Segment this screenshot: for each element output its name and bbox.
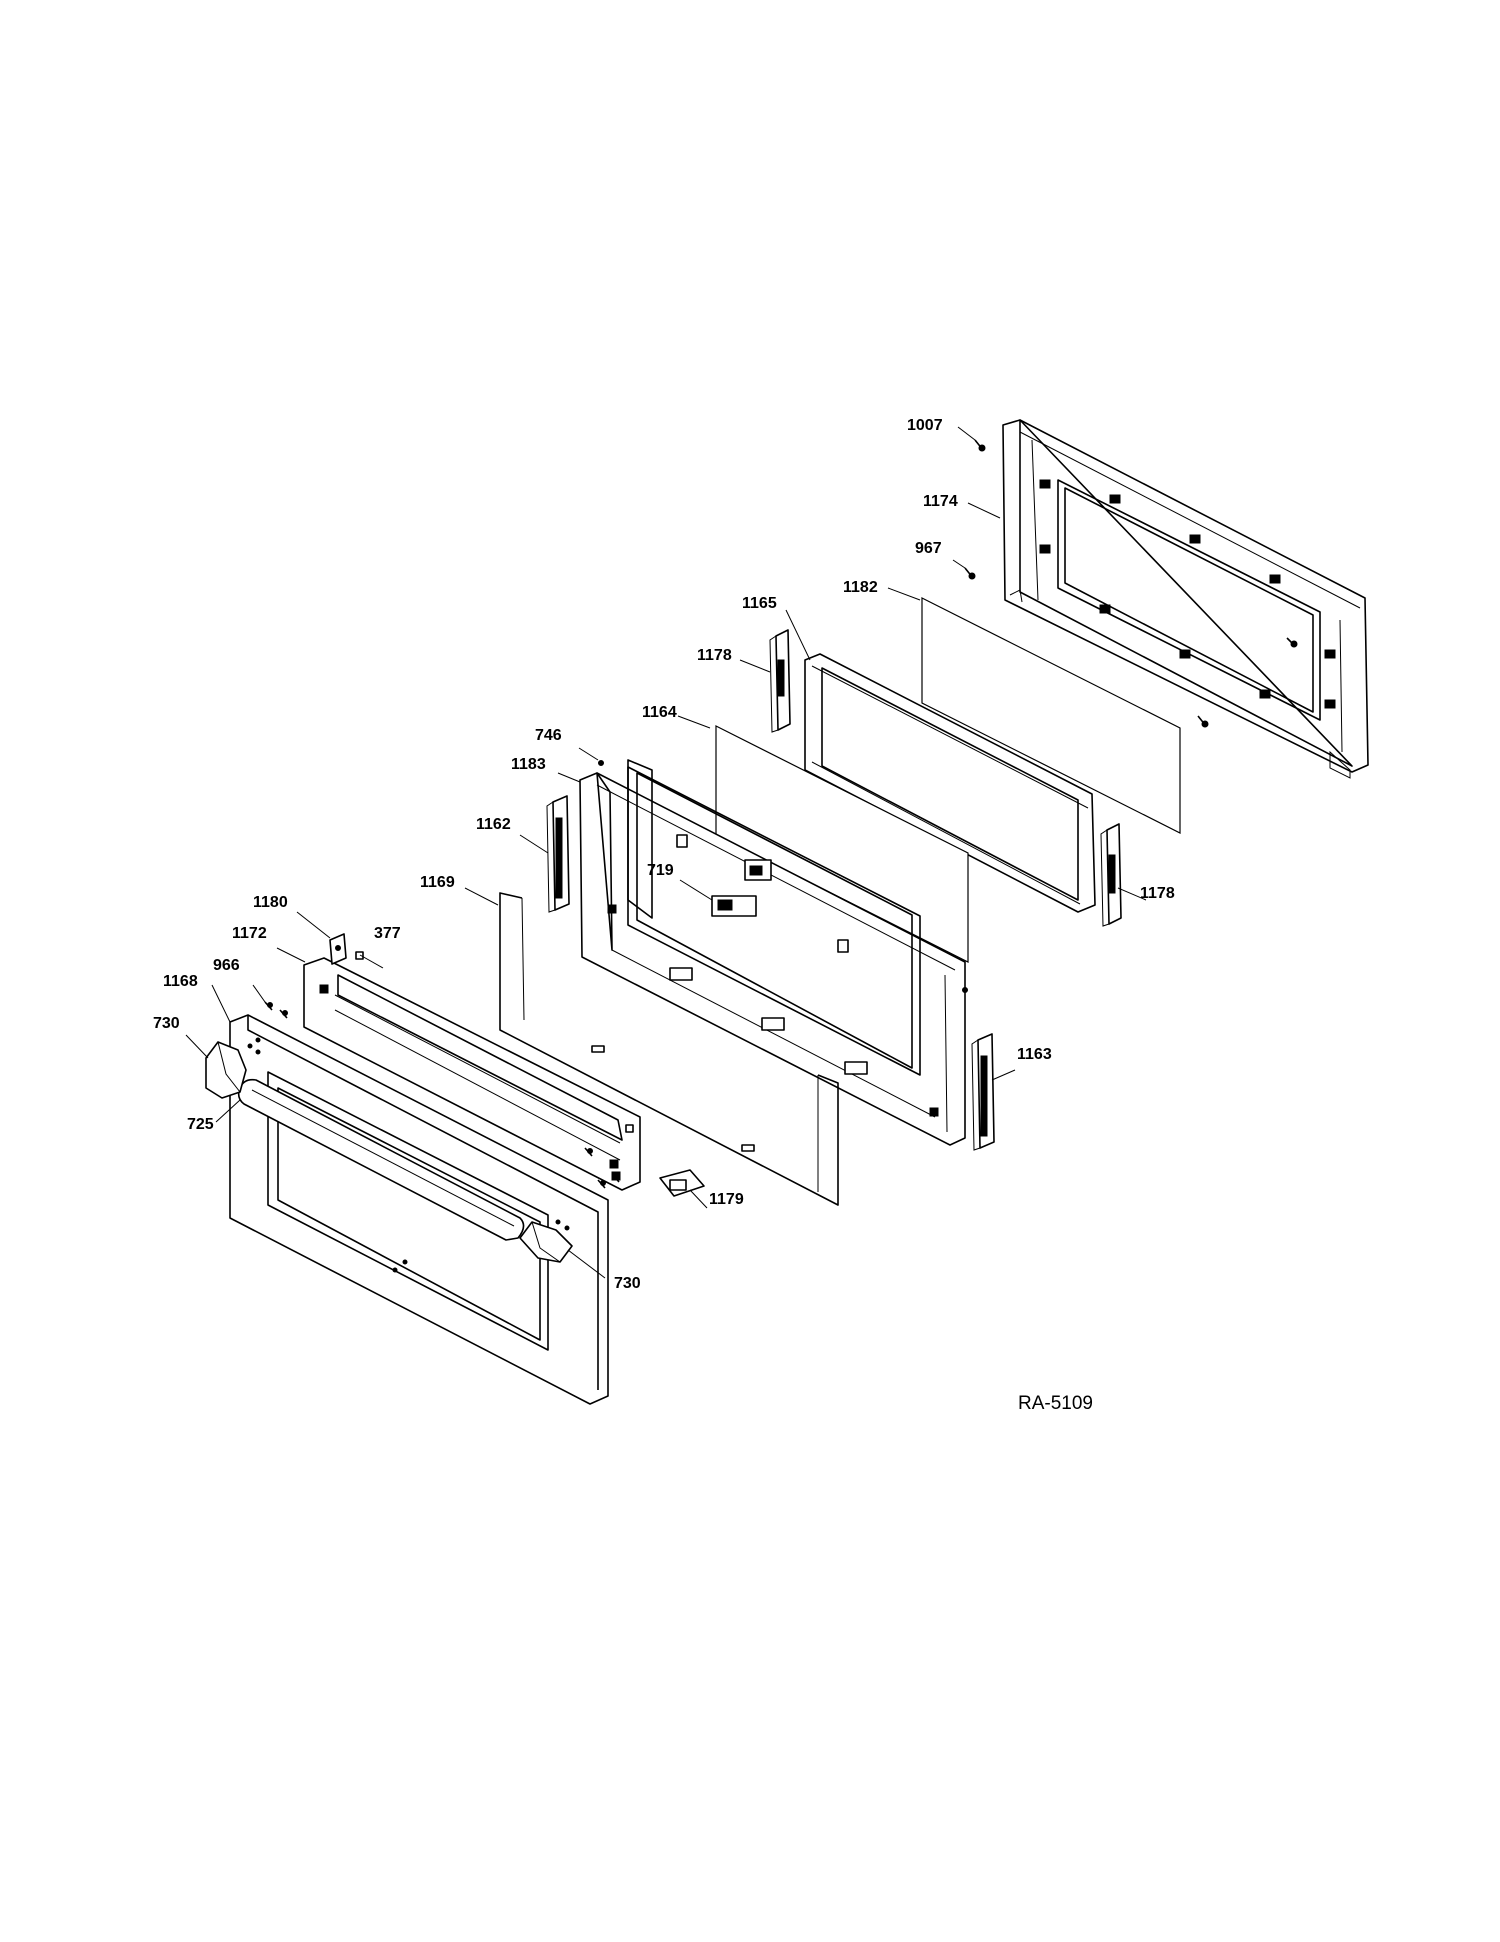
- screw-966: [264, 1001, 288, 1019]
- callout-1164: 1164: [642, 704, 677, 721]
- hinge-bracket-1163: [971, 1033, 995, 1151]
- handle-endcap-730-right: [519, 1221, 573, 1263]
- callout-719: 719: [647, 862, 674, 879]
- side-bracket-1178-lower: [1100, 823, 1122, 927]
- callout-1169: 1169: [420, 874, 455, 891]
- callout-967: 967: [915, 540, 942, 557]
- inner-door-1183: [579, 759, 968, 1146]
- rear-door-frame: [1002, 419, 1369, 779]
- screw-1007: [974, 439, 986, 452]
- gasket-1169: [499, 892, 839, 1206]
- leader-lines: [185, 426, 1147, 1279]
- glass-panel-1182: [921, 597, 1181, 834]
- callout-1178-upper: 1178: [697, 647, 732, 664]
- callout-1007: 1007: [907, 417, 943, 434]
- spacer-377: [355, 951, 364, 960]
- outer-door-1168: [229, 1014, 609, 1405]
- callout-1172: 1172: [232, 925, 267, 942]
- screws-lower: [584, 1147, 620, 1189]
- screw-746: [598, 760, 604, 766]
- screw-frame: [1197, 715, 1209, 728]
- callout-966: 966: [213, 957, 240, 974]
- glass-1164: [715, 725, 969, 963]
- callout-1179: 1179: [709, 1191, 744, 1208]
- side-bracket-1178-upper: [769, 629, 791, 733]
- vent-trim-1172: [303, 957, 641, 1191]
- callout-730-left: 730: [153, 1015, 180, 1032]
- callout-1168: 1168: [163, 973, 198, 990]
- callout-746: 746: [535, 727, 562, 744]
- diagram-code: RA-5109: [1018, 1393, 1093, 1414]
- callout-1183: 1183: [511, 756, 546, 773]
- callout-1162: 1162: [476, 816, 511, 833]
- hinge-1179: [659, 1169, 705, 1197]
- callout-377: 377: [374, 925, 401, 942]
- callout-1174: 1174: [923, 493, 958, 510]
- callout-730-right: 730: [614, 1275, 641, 1292]
- callout-1182: 1182: [843, 579, 878, 596]
- callout-1163: 1163: [1017, 1046, 1052, 1063]
- handle-bar-725: [237, 1078, 525, 1241]
- screw-frame-2: [1286, 637, 1298, 648]
- callout-1180: 1180: [253, 894, 288, 911]
- hinge-1180: [329, 933, 347, 965]
- glass-frame-1165: [804, 653, 1096, 913]
- screw-967: [964, 567, 976, 580]
- hinge-bracket-1162: [546, 795, 570, 913]
- handle-endcap-730-left: [205, 1041, 247, 1099]
- callout-1178-lower: 1178: [1140, 885, 1175, 902]
- callout-725: 725: [187, 1116, 214, 1133]
- callout-1165: 1165: [742, 595, 777, 612]
